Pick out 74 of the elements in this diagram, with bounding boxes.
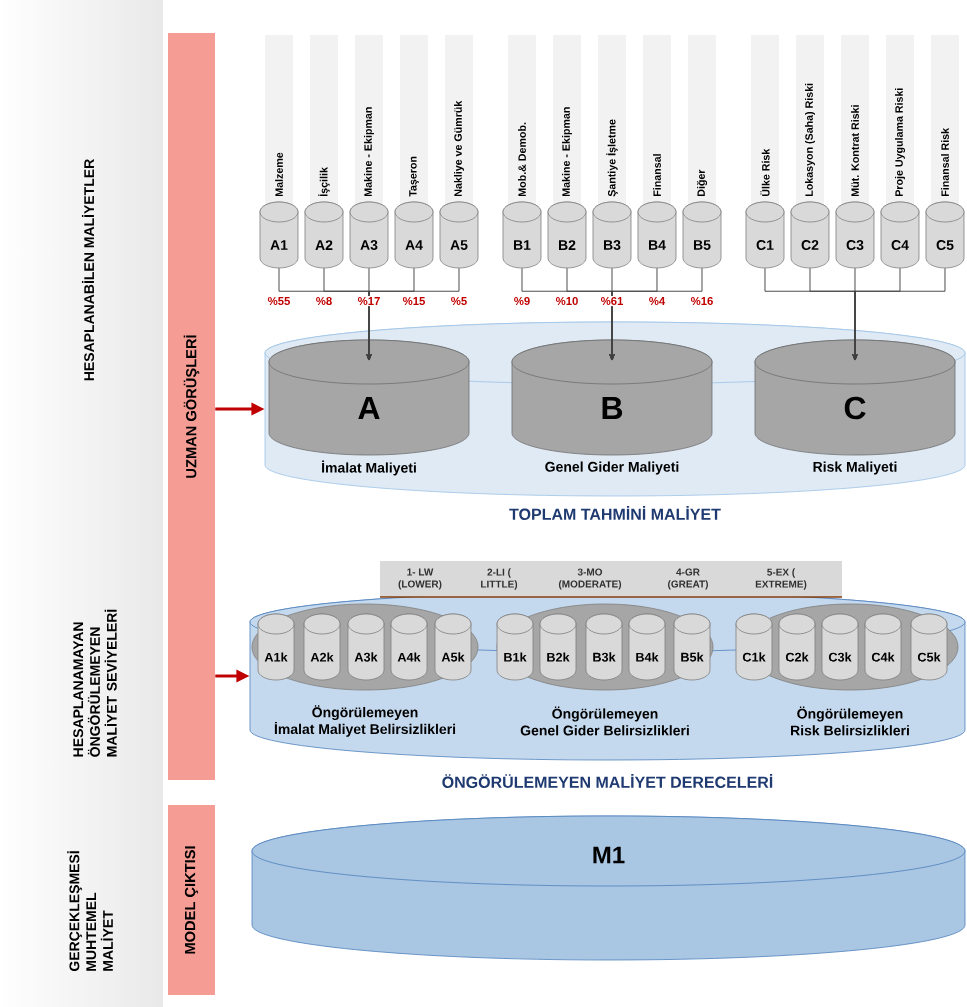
label-strip: Lokasyon (Saha) Riski [796, 35, 824, 205]
node-label: İmalat Maliyeti [322, 460, 416, 476]
cylinder: C3k [821, 613, 859, 681]
label-strip: Finansal Risk [931, 35, 959, 205]
label-strip: İşçilik [310, 35, 338, 205]
cylinder: C Risk Maliyeti [754, 339, 956, 475]
percentage-label: %5 [449, 295, 469, 307]
cylinder: C2k [778, 613, 816, 681]
label-strip: Taşeron [400, 35, 428, 205]
label-strip: Makine - Ekipman [355, 35, 383, 205]
cylinder: C2 [790, 201, 830, 269]
percentage-label: %17 [356, 295, 382, 307]
row-heading: GERÇEKLEŞMESİ MUHTEMEL MALİYET [67, 851, 113, 972]
node-label: ÖNGÖRÜLEMEYEN MALİYET DERECELERİ [442, 774, 773, 788]
cylinder: C1k [735, 613, 773, 681]
node-label: Genel Gider Maliyeti [545, 461, 679, 475]
node-label: TOPLAM TAHMİNİ MALİYET [509, 506, 721, 520]
percentage-label: %16 [689, 295, 715, 307]
cylinder: A4 [394, 201, 434, 269]
percentage-label: %15 [401, 295, 427, 307]
label-strip: Nakliye ve Gümrük [445, 35, 473, 205]
percentage-label: %9 [512, 295, 532, 307]
cylinder: A4k [390, 613, 428, 681]
percentage-label: %55 [266, 295, 292, 307]
label-strip: Mob.& Demob. [508, 35, 536, 205]
cylinder: B4k [628, 613, 666, 681]
cylinder: C4k [864, 613, 902, 681]
cylinder: A5k [434, 613, 472, 681]
percentage-label: %8 [314, 295, 334, 307]
cylinder: B1k [496, 613, 534, 681]
node-label: Öngörülemeyen İmalat Maliyet Belirsizlikleri [274, 705, 456, 737]
cylinder: A5 [439, 201, 479, 269]
percentage-label: %4 [647, 295, 667, 307]
cylinder: A1 [259, 201, 299, 269]
cylinder: M1 [251, 815, 966, 961]
label-strip: Finansal [643, 35, 671, 205]
cylinder: B2k [539, 613, 577, 681]
cylinder: A3k [347, 613, 385, 681]
cylinder: B3 [592, 201, 632, 269]
cylinder: C5k [910, 613, 948, 681]
level-scale: 1- LW (LOWER) 2-LI ( LITTLE) 3-MO (MODERATE) 4-GR (GREAT) 5-EX ( EXTREME) [379, 561, 843, 598]
node-label: Öngörülemeyen Genel Gider Belirsizlikleri [520, 706, 689, 736]
label-strip: Ülke Risk [751, 35, 779, 205]
cylinder: B1 [502, 201, 542, 269]
cylinder: B Genel Gider Maliyeti [511, 339, 713, 475]
label-strip: Malzeme [265, 35, 293, 205]
cylinder: C3 [835, 201, 875, 269]
cylinder: A3 [349, 201, 389, 269]
row-heading: HESAPLANAMAYAN ÖNGÖRÜLEMEYEN MALİYET SEVİYELERİ [73, 609, 117, 757]
side-bar: UZMAN GÖRÜŞLERİ [168, 33, 215, 780]
cylinder: B3k [585, 613, 623, 681]
cylinder: B5k [673, 613, 711, 681]
label-strip: Diğer [688, 35, 716, 205]
label-strip: Proje Uygulama Riski [886, 35, 914, 205]
cylinder: C1 [745, 201, 785, 269]
node-label: C [844, 396, 866, 420]
cylinder: B4 [637, 201, 677, 269]
percentage-label: %10 [554, 295, 580, 307]
row-heading: HESAPLANABİLEN MALİYETLER [81, 159, 95, 381]
label-strip: Şantiye İşletme [598, 35, 626, 205]
cylinder: B2 [547, 201, 587, 269]
cylinder: B5 [682, 201, 722, 269]
node-label: Öngörülemeyen Risk Belirsizlikleri [791, 706, 909, 736]
label-strip: Müt. Kontrat Riski [841, 35, 869, 205]
cylinder: A İmalat Maliyeti [268, 339, 470, 476]
cylinder: C5 [925, 201, 965, 269]
node-label: Risk Maliyeti [813, 461, 897, 475]
cylinder: A2 [304, 201, 344, 269]
label-strip: Makine - Ekipman [553, 35, 581, 205]
cylinder: C4 [880, 201, 920, 269]
cylinder: A2k [303, 613, 341, 681]
cylinder: A1k [257, 613, 295, 681]
percentage-label: %61 [599, 295, 625, 307]
side-bar: MODEL ÇIKTISI [168, 805, 215, 995]
